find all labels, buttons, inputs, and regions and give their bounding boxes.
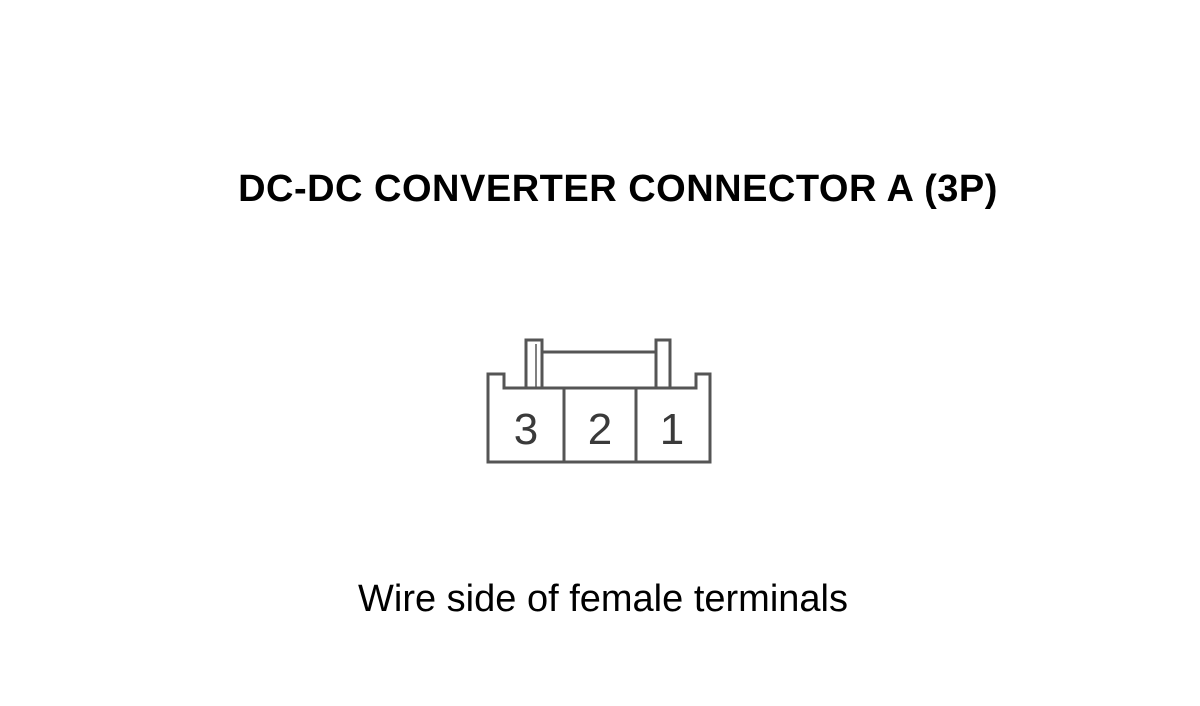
locking-tab-right: [654, 338, 672, 388]
diagram-title: DC-DC CONVERTER CONNECTOR A (3P): [238, 168, 998, 210]
pin-label-1: 1: [660, 405, 684, 454]
diagram-caption: Wire side of female terminals: [358, 578, 848, 620]
connector-drawing: 3 2 1: [486, 338, 712, 464]
pin-label-3: 3: [514, 405, 538, 454]
pin-label-2: 2: [588, 405, 612, 454]
connector-diagram: 3 2 1: [480, 332, 720, 472]
locking-tab: [524, 338, 544, 388]
connector-housing: [486, 372, 712, 464]
